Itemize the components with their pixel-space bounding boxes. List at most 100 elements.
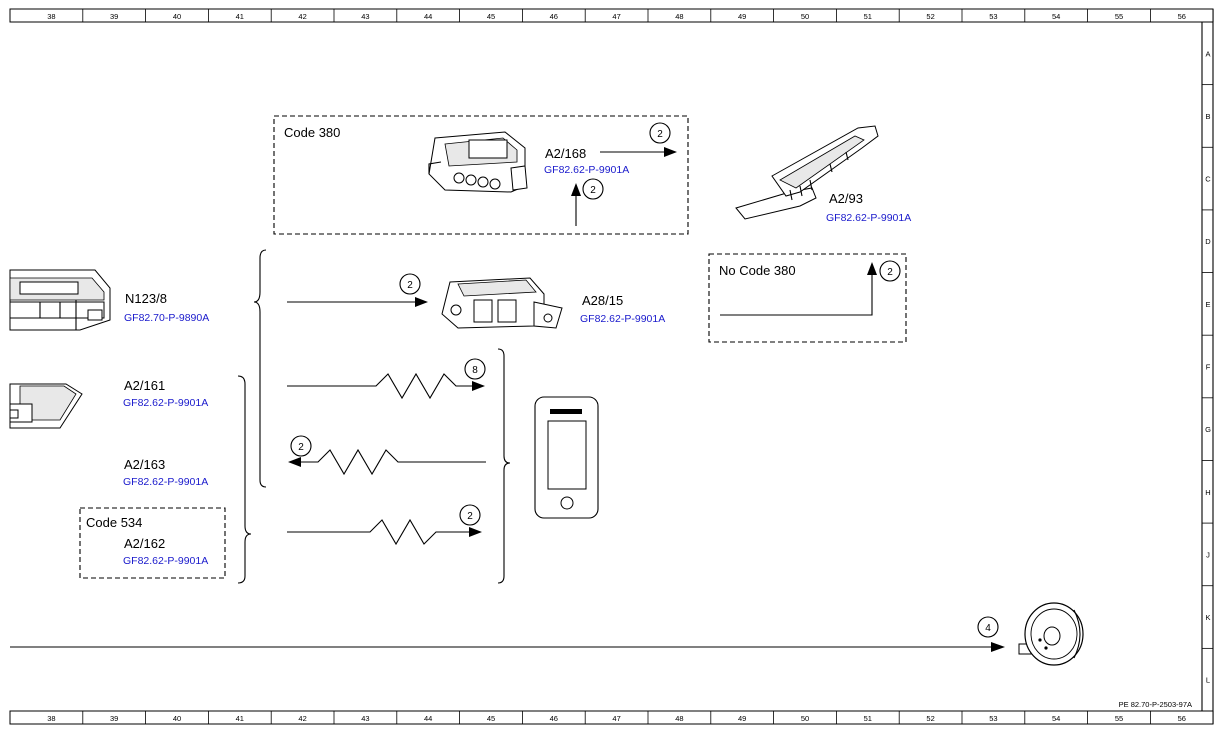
marker-circle xyxy=(464,358,486,380)
a28-15-code: A28/15 xyxy=(582,293,623,308)
column-label: 38 xyxy=(47,714,55,723)
column-label: 52 xyxy=(926,714,934,723)
marker-no-code380: 2 xyxy=(887,267,893,278)
a2-168-code: A2/168 xyxy=(545,146,586,161)
arrow-head xyxy=(571,183,581,196)
code534-label: Code 534 xyxy=(86,515,142,530)
column-label: 44 xyxy=(424,12,432,21)
column-label: 49 xyxy=(738,12,746,21)
column-label: 47 xyxy=(612,12,620,21)
column-label: 53 xyxy=(989,12,997,21)
column-label: 46 xyxy=(550,714,558,723)
arrow-head xyxy=(664,147,677,157)
column-label: 41 xyxy=(236,12,244,21)
column-label: 51 xyxy=(864,714,872,723)
no-code380-group-box xyxy=(708,253,907,343)
a2-163-code: A2/163 xyxy=(124,457,165,472)
code534-group-box xyxy=(79,507,226,579)
column-label: 46 xyxy=(550,12,558,21)
column-label: 53 xyxy=(989,714,997,723)
antenna-strip-icon xyxy=(735,125,879,220)
row-label: A xyxy=(1205,49,1210,58)
brace-left-upper xyxy=(253,249,267,488)
column-label: 54 xyxy=(1052,12,1060,21)
a2-162-code: A2/162 xyxy=(124,536,165,551)
marker-circle xyxy=(582,178,604,200)
arrow-head xyxy=(469,527,482,537)
column-label: 48 xyxy=(675,12,683,21)
a2-168-ref: GF82.62-P-9901A xyxy=(544,164,629,176)
arrow-head xyxy=(472,381,485,391)
column-label: 47 xyxy=(612,714,620,723)
column-label: 42 xyxy=(298,714,306,723)
marker-a2-162: 2 xyxy=(467,511,473,522)
column-label: 45 xyxy=(487,12,495,21)
arrow-head xyxy=(867,262,877,275)
marker-circle xyxy=(399,273,421,295)
no-code380-label: No Code 380 xyxy=(719,263,796,278)
row-label: K xyxy=(1205,613,1210,622)
column-label: 48 xyxy=(675,714,683,723)
column-label: 54 xyxy=(1052,714,1060,723)
row-label: B xyxy=(1205,112,1210,121)
marker-speaker: 4 xyxy=(985,623,991,634)
marker-circle xyxy=(649,122,671,144)
arrow-head xyxy=(991,642,1005,652)
wireless-link-a2-161 xyxy=(287,372,475,400)
marker-circle xyxy=(459,504,481,526)
wireless-link-a2-163 xyxy=(298,448,486,476)
brace-left-lower xyxy=(237,375,252,584)
column-label: 42 xyxy=(298,12,306,21)
row-label: L xyxy=(1206,676,1210,685)
a28-15-ref: GF82.62-P-9901A xyxy=(580,313,665,325)
marker-circle xyxy=(977,616,999,638)
marker-circle xyxy=(290,435,312,457)
a2-163-ref: GF82.62-P-9901A xyxy=(123,476,208,488)
row-label: G xyxy=(1205,425,1211,434)
column-label: 43 xyxy=(361,12,369,21)
column-label: 50 xyxy=(801,12,809,21)
row-label: E xyxy=(1205,300,1210,309)
a2-93-code: A2/93 xyxy=(829,191,863,206)
marker-a2-168-out: 2 xyxy=(657,129,663,140)
a2-161-ref: GF82.62-P-9901A xyxy=(123,397,208,409)
control-unit-icon xyxy=(428,131,528,193)
wireless-link-a2-162 xyxy=(287,518,472,546)
column-label: 39 xyxy=(110,714,118,723)
row-label: J xyxy=(1206,550,1210,559)
row-label: H xyxy=(1205,488,1210,497)
control-unit-icon xyxy=(9,383,83,429)
n123-8-code: N123/8 xyxy=(125,291,167,306)
marker-a2-163: 2 xyxy=(298,442,304,453)
speaker-icon xyxy=(1018,602,1084,666)
column-label: 55 xyxy=(1115,714,1123,723)
column-label: 45 xyxy=(487,714,495,723)
column-label: 50 xyxy=(801,714,809,723)
arrow-head xyxy=(288,457,301,467)
n123-8-ref: GF82.70-P-9890A xyxy=(124,312,209,324)
column-label: 49 xyxy=(738,714,746,723)
row-label: D xyxy=(1205,237,1211,246)
drawing-id: PE 82.70-P-2503-97A xyxy=(1119,700,1192,709)
column-label: 51 xyxy=(864,12,872,21)
a2-161-code: A2/161 xyxy=(124,378,165,393)
column-label: 55 xyxy=(1115,12,1123,21)
row-label: C xyxy=(1205,175,1211,184)
column-label: 40 xyxy=(173,714,181,723)
telematics-module-icon xyxy=(9,269,111,331)
column-label: 56 xyxy=(1178,12,1186,21)
code380-group-box xyxy=(273,115,689,235)
a2-162-ref: GF82.62-P-9901A xyxy=(123,555,208,567)
column-label: 56 xyxy=(1178,714,1186,723)
marker-a28-15: 2 xyxy=(407,280,413,291)
column-label: 38 xyxy=(47,12,55,21)
a2-93-ref: GF82.62-P-9901A xyxy=(826,212,911,224)
column-label: 43 xyxy=(361,714,369,723)
column-label: 44 xyxy=(424,714,432,723)
column-label: 40 xyxy=(173,12,181,21)
arrow-head xyxy=(415,297,428,307)
